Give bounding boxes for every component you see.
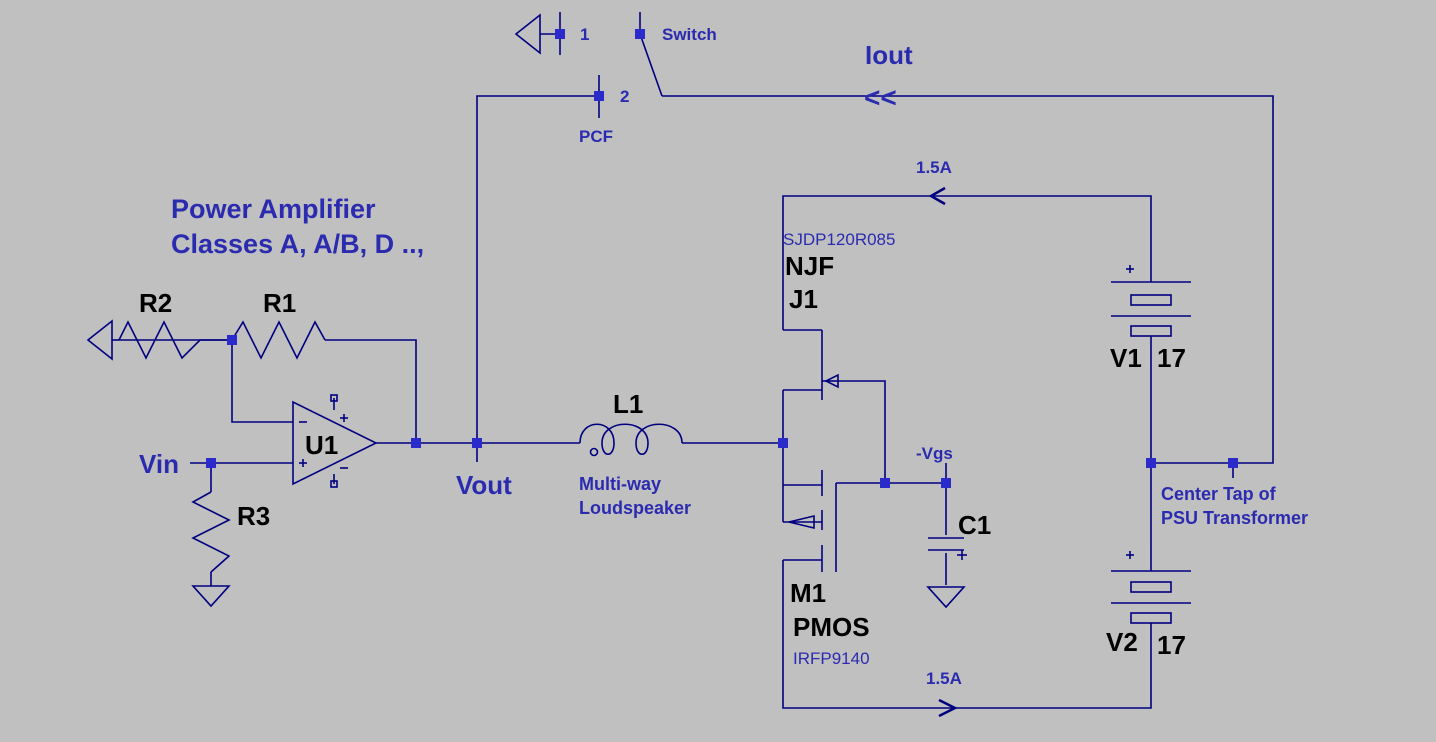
m1-name: M1 bbox=[790, 578, 826, 608]
switch-pos-2: 2 bbox=[620, 87, 629, 106]
resistor-r1 bbox=[231, 320, 326, 360]
wires bbox=[119, 12, 1274, 709]
switch-label: Switch bbox=[662, 25, 717, 44]
r1-label: R1 bbox=[263, 288, 296, 318]
opamp-u1 bbox=[292, 394, 378, 488]
switch-pos-1: 1 bbox=[580, 25, 589, 44]
resistor-r2 bbox=[118, 320, 232, 360]
m1-type: PMOS bbox=[793, 612, 870, 642]
ground-symbol-r3 bbox=[191, 585, 231, 608]
ground-symbol-r2 bbox=[86, 319, 119, 361]
v2-name: V2 bbox=[1106, 627, 1138, 657]
j1-model: SJDP120R085 bbox=[783, 230, 895, 249]
battery-v1 bbox=[1111, 258, 1191, 368]
resistor-r3 bbox=[191, 491, 231, 573]
jfet-j1 bbox=[783, 329, 839, 400]
junctions bbox=[206, 29, 1238, 488]
m1-model: IRFP9140 bbox=[793, 649, 870, 668]
v1-value: 17 bbox=[1157, 343, 1186, 373]
l1-label: L1 bbox=[613, 389, 643, 419]
capacitor-c1 bbox=[926, 537, 967, 609]
r2-label: R2 bbox=[139, 288, 172, 318]
vin-label: Vin bbox=[139, 449, 179, 479]
current-bottom-label: 1.5A bbox=[926, 669, 962, 688]
v2-value: 17 bbox=[1157, 630, 1186, 660]
speaker-line-2: Loudspeaker bbox=[579, 498, 691, 518]
title-line-2: Classes A, A/B, D .., bbox=[171, 229, 424, 259]
speaker-line-1: Multi-way bbox=[579, 474, 661, 494]
pcf-label: PCF bbox=[579, 127, 613, 146]
current-top-label: 1.5A bbox=[916, 158, 952, 177]
c1-label: C1 bbox=[958, 510, 991, 540]
current-arrow-bottom bbox=[938, 698, 958, 718]
battery-v2 bbox=[1111, 545, 1191, 655]
center-tap-line-2: PSU Transformer bbox=[1161, 508, 1308, 528]
title-line-1: Power Amplifier bbox=[171, 194, 376, 224]
pmos-m1 bbox=[782, 470, 837, 572]
v1-name: V1 bbox=[1110, 343, 1142, 373]
iout-label: Iout bbox=[865, 40, 913, 70]
iout-arrow: << bbox=[864, 82, 897, 113]
vgs-label: -Vgs bbox=[916, 444, 953, 463]
j1-name: J1 bbox=[789, 284, 818, 314]
r3-label: R3 bbox=[237, 501, 270, 531]
vout-label: Vout bbox=[456, 470, 512, 500]
current-arrow-top bbox=[928, 186, 946, 206]
center-tap-line-1: Center Tap of bbox=[1161, 484, 1277, 504]
j1-type: NJF bbox=[785, 251, 834, 281]
inductor-l1 bbox=[579, 423, 683, 457]
u1-label: U1 bbox=[305, 430, 338, 460]
ground-symbol-switch bbox=[514, 13, 560, 55]
